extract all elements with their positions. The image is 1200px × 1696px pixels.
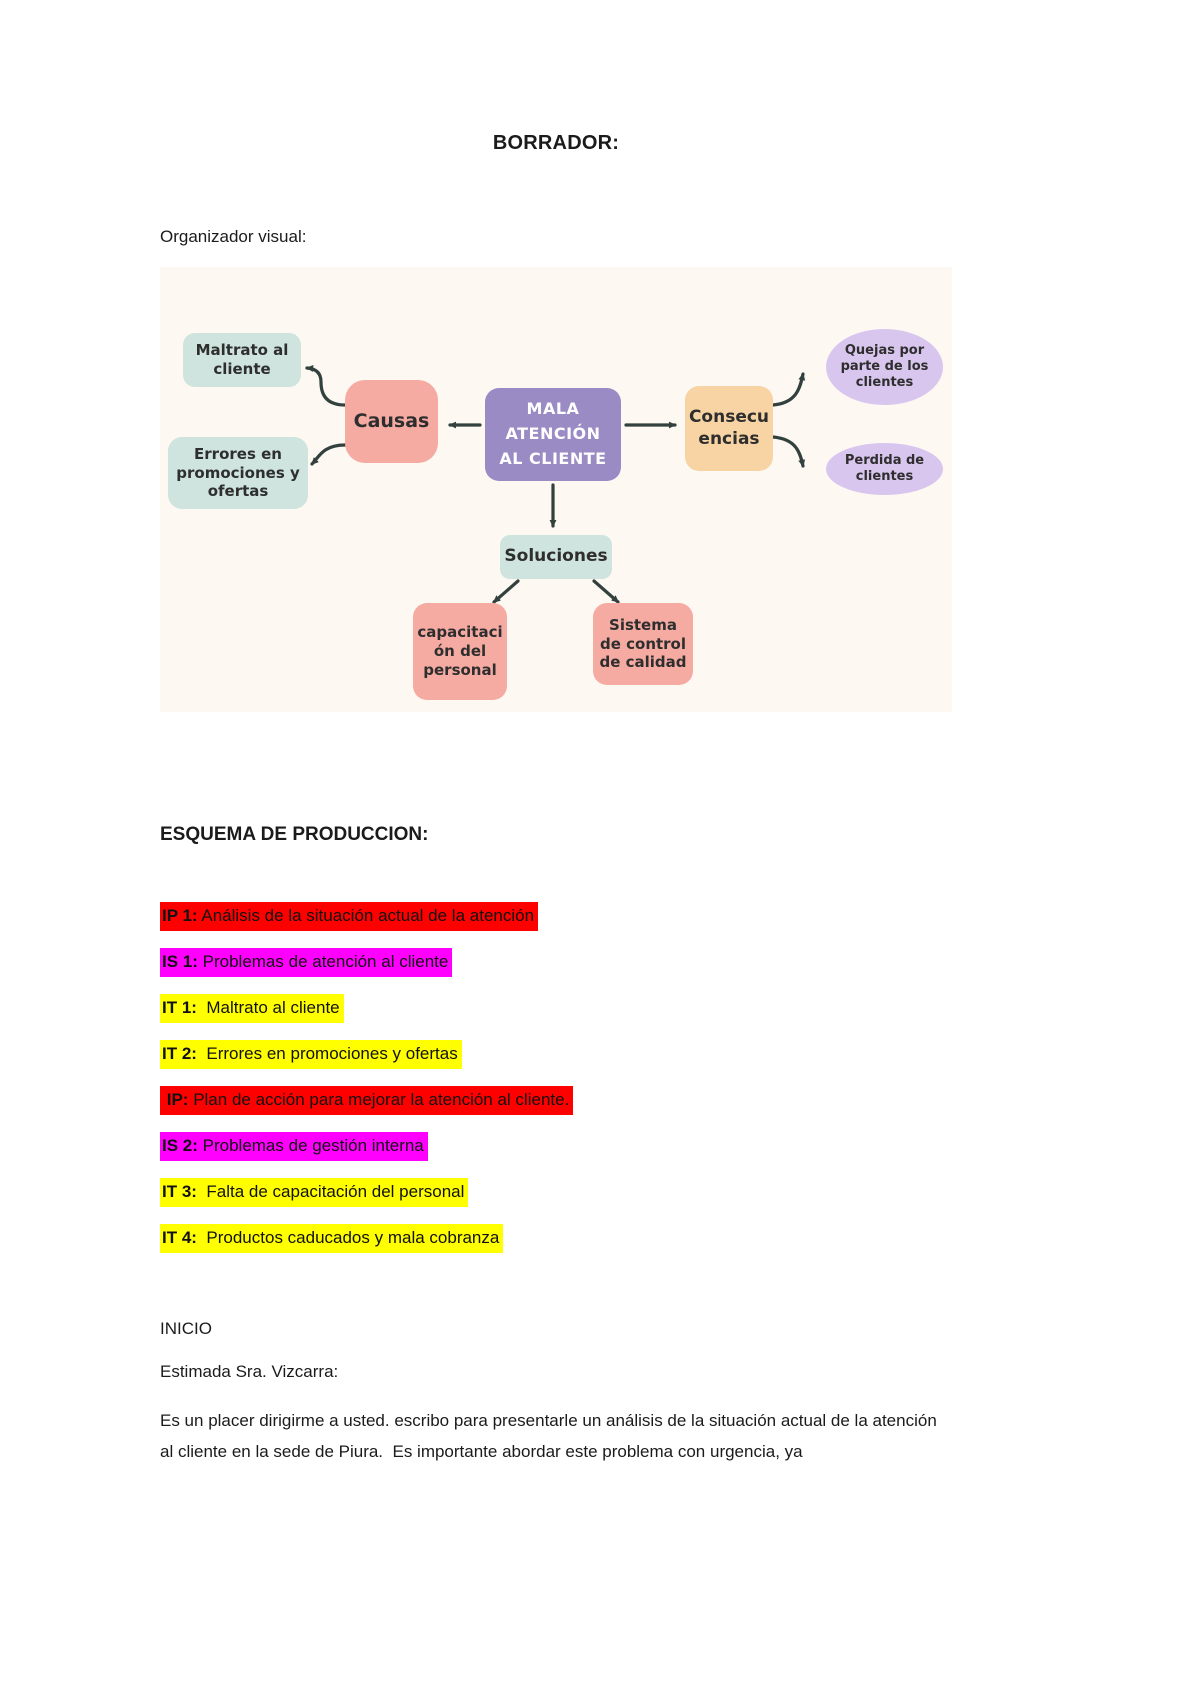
esquema-item: IP 1: Análisis de la situación actual de… (160, 902, 952, 931)
arrow-soluciones-to-sistema (592, 579, 620, 604)
visual-organizer-diagram: Maltrato al cliente Errores en promocion… (160, 267, 952, 712)
body-paragraph: Es un placer dirigirme a usted. escribo … (160, 1411, 942, 1461)
esquema-item: IT 1: Maltrato al cliente (160, 994, 952, 1023)
esquema-item-highlight: IP: Plan de acción para mejorar la atenc… (160, 1086, 574, 1115)
document-title: BORRADOR: (492, 132, 620, 154)
esquema-heading: ESQUEMA DE PRODUCCION: (160, 824, 429, 845)
esquema-item-prefix: IT 3: (162, 1182, 197, 1201)
esquema-item-prefix: IP: (162, 1090, 189, 1109)
esquema-item: IS 2: Problemas de gestión interna (160, 1132, 952, 1161)
node-mala-atencion: MALA ATENCIÓN AL CLIENTE (485, 388, 621, 481)
arrow-soluciones-to-capacitacion (492, 579, 520, 604)
esquema-item-text: Análisis de la situación actual de la at… (197, 906, 535, 925)
node-perdida-clientes: Perdida de clientes (826, 443, 943, 495)
diagram-arrows (305, 364, 806, 604)
esquema-item-text: Problemas de atención al cliente (197, 952, 449, 971)
node-capacitacion-personal: capacitaci ón del personal (413, 603, 507, 700)
node-soluciones: Soluciones (500, 535, 612, 579)
arrow-consecuencias-to-perdida (771, 435, 806, 468)
esquema-item: IT 3: Falta de capacitación del personal (160, 1178, 952, 1207)
inicio-label: INICIO (160, 1319, 212, 1338)
esquema-item-prefix: IS 1: (162, 952, 198, 971)
esquema-item-text: Errores en promociones y ofertas (196, 1044, 458, 1063)
node-maltrato-al-cliente: Maltrato al cliente (183, 333, 301, 387)
esquema-item-text: Maltrato al cliente (196, 998, 340, 1017)
esquema-item-highlight: IS 1: Problemas de atención al cliente (160, 948, 453, 977)
esquema-item: IT 2: Errores en promociones y ofertas (160, 1040, 952, 1069)
esquema-list: IP 1: Análisis de la situación actual de… (160, 902, 952, 1253)
esquema-item-highlight: IT 3: Falta de capacitación del personal (160, 1178, 469, 1207)
organizer-label: Organizador visual: (160, 227, 307, 246)
node-causas: Causas (345, 380, 438, 463)
esquema-item-text: Plan de acción para mejorar la atención … (188, 1090, 570, 1109)
esquema-item-text: Productos caducados y mala cobranza (196, 1228, 500, 1247)
esquema-item-text: Problemas de gestión interna (197, 1136, 424, 1155)
node-quejas-clientes: Quejas por parte de los clientes (826, 329, 943, 405)
esquema-item-prefix: IT 1: (162, 998, 197, 1017)
esquema-item: IS 1: Problemas de atención al cliente (160, 948, 952, 977)
esquema-item-prefix: IP 1: (162, 906, 198, 925)
node-sistema-control-calidad: Sistema de control de calidad (593, 603, 693, 685)
node-consecuencias: Consecu encias (685, 386, 773, 471)
arrow-causas-to-errores (310, 443, 347, 466)
esquema-item: IP: Plan de acción para mejorar la atenc… (160, 1086, 952, 1115)
esquema-item-highlight: IT 4: Productos caducados y mala cobranz… (160, 1224, 504, 1253)
esquema-item-highlight: IT 1: Maltrato al cliente (160, 994, 344, 1023)
arrow-consecuencias-to-quejas (771, 372, 806, 407)
esquema-item-prefix: IS 2: (162, 1136, 198, 1155)
esquema-item-text: Falta de capacitación del personal (196, 1182, 465, 1201)
esquema-item-prefix: IT 4: (162, 1228, 197, 1247)
esquema-item-highlight: IT 2: Errores en promociones y ofertas (160, 1040, 462, 1069)
esquema-item-highlight: IP 1: Análisis de la situación actual de… (160, 902, 539, 931)
esquema-item: IT 4: Productos caducados y mala cobranz… (160, 1224, 952, 1253)
document-content: BORRADOR: Organizador visual: (160, 0, 952, 1467)
esquema-item-prefix: IT 2: (162, 1044, 197, 1063)
salutation: Estimada Sra. Vizcarra: (160, 1362, 339, 1381)
esquema-item-highlight: IS 2: Problemas de gestión interna (160, 1132, 428, 1161)
arrow-causas-to-maltrato (305, 364, 347, 407)
node-errores-promociones: Errores en promociones y ofertas (168, 437, 308, 509)
